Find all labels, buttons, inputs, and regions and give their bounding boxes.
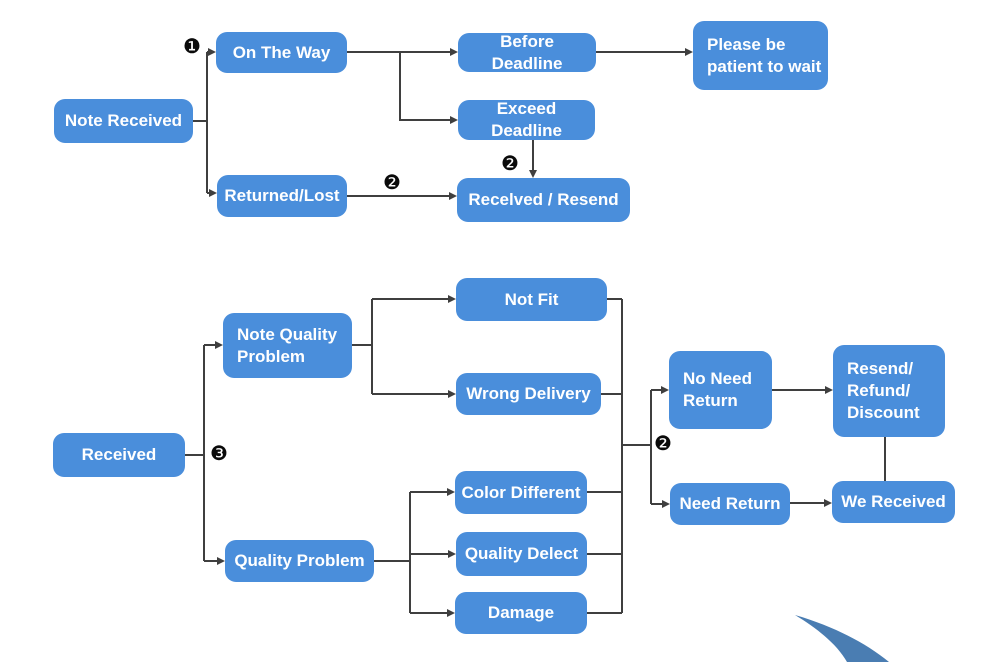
step-2-marker-icon: ❷: [383, 170, 401, 194]
flow-node-quality-problem: Quality Problem: [225, 540, 374, 582]
flow-node-received-resend: Recelved / Resend: [457, 178, 630, 222]
flow-node-please-wait: Please be patient to wait: [693, 21, 828, 90]
flow-node-quality-delect: Quality Delect: [456, 532, 587, 576]
flow-node-note-received: Note Received: [54, 99, 193, 143]
flow-node-need-return: Need Return: [670, 483, 790, 525]
flow-node-on-the-way: On The Way: [216, 32, 347, 73]
flow-node-wrong-delivery: Wrong Delivery: [456, 373, 601, 415]
step-3-marker-icon: ❸: [210, 441, 228, 465]
flow-node-we-received: We Received: [832, 481, 955, 523]
flow-node-resend-refund-discount: Resend/ Refund/ Discount: [833, 345, 945, 437]
step-2-marker-icon: ❷: [654, 431, 672, 455]
step-1-marker-icon: ❶: [183, 34, 201, 58]
flow-node-note-quality-problem: Note Quality Problem: [223, 313, 352, 378]
flow-node-color-different: Color Different: [455, 471, 587, 514]
flow-node-exceed-deadline: Exceed Deadline: [458, 99, 595, 140]
decorative-swoosh-icon: [795, 615, 889, 662]
flow-node-damage: Damage: [455, 592, 587, 634]
flow-node-returned-lost: Returned/Lost: [217, 175, 347, 217]
flow-node-not-fit: Not Fit: [456, 278, 607, 321]
flow-node-before-deadline: Before Deadline: [458, 32, 596, 73]
flow-node-received: Received: [53, 433, 185, 477]
step-2-marker-icon: ❷: [501, 151, 519, 175]
flow-node-no-need-return: No Need Return: [669, 351, 772, 429]
